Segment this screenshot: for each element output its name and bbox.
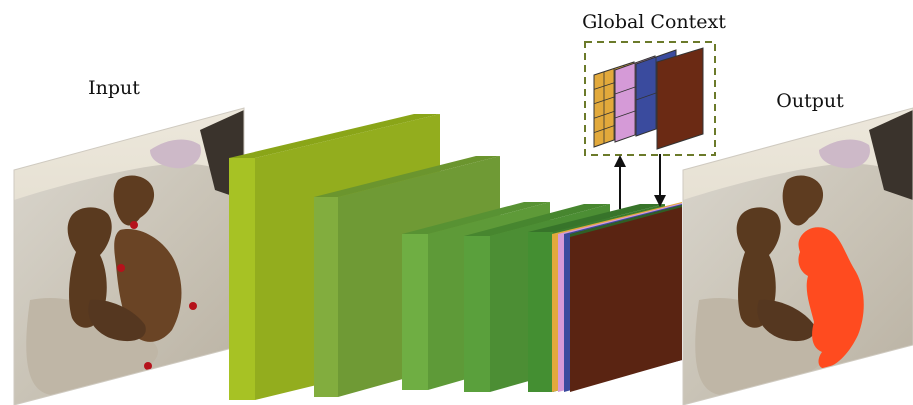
output-label: Output — [776, 90, 844, 112]
input-image — [13, 107, 245, 405]
pooled-map-brown — [656, 47, 704, 150]
global-context-label: Global Context — [582, 11, 726, 33]
arrow-up — [614, 155, 626, 209]
input-label: Input — [88, 77, 140, 99]
global-context-box — [584, 41, 716, 156]
fused-feature-stack — [552, 202, 682, 392]
output-image — [682, 107, 913, 405]
global-context-maps — [593, 47, 704, 150]
arrow-down — [654, 154, 666, 207]
segmentation-mask — [798, 227, 864, 369]
